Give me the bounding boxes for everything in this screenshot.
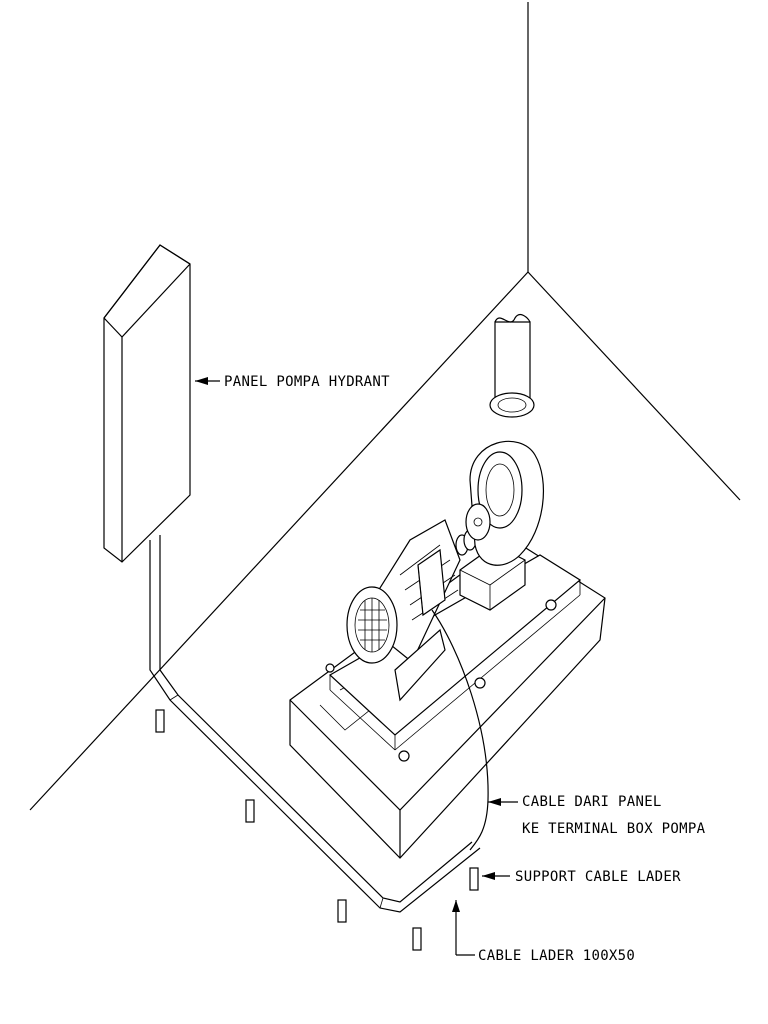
- label-cable-lader-size: CABLE LADER 100X50: [478, 948, 635, 964]
- leader-arrows: [195, 377, 518, 956]
- discharge-pipe: [489, 314, 535, 418]
- support-cable-ladder-legs: [155, 709, 479, 951]
- room-walls: [29, 2, 741, 811]
- panel-pompa-hydrant-box: [103, 244, 191, 563]
- label-panel-pompa-hydrant: PANEL POMPA HYDRANT: [224, 374, 390, 390]
- label-ke-terminal-box: KE TERMINAL BOX POMPA: [522, 821, 706, 837]
- cable-from-panel: [431, 609, 489, 851]
- anchor-bolts: [325, 599, 557, 762]
- cable-ladder-route: [149, 535, 481, 913]
- motor-terminal-box: [417, 548, 446, 617]
- label-cable-dari-panel: CABLE DARI PANEL: [522, 794, 662, 810]
- label-support-cable-lader: SUPPORT CABLE LADER: [515, 869, 681, 885]
- pump-volute-casing: [465, 440, 545, 566]
